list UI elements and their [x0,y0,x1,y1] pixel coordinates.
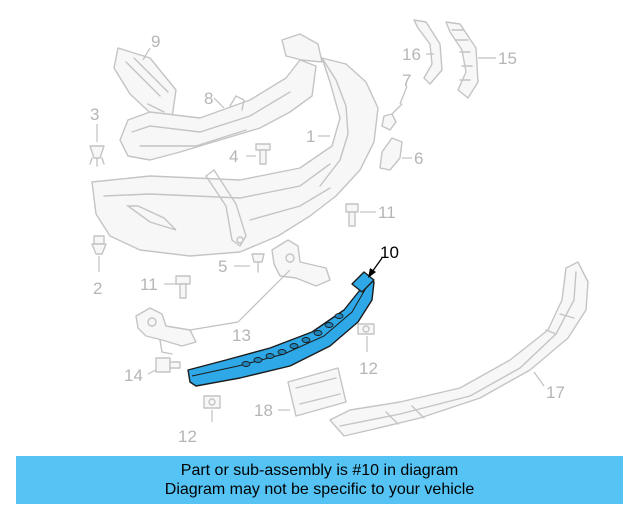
callout-15: 15 [498,49,517,68]
callout-2: 2 [93,279,102,298]
callout-12-bottom: 12 [178,427,197,446]
part-16-strip [413,19,443,85]
part-13-brackets [135,239,331,355]
info-banner: Part or sub-assembly is #10 in diagram D… [16,456,623,504]
part-5-screw [251,253,265,273]
callout-10: 10 [380,243,399,262]
callout-3: 3 [90,105,99,124]
parts-diagram: 9 8 3 1 4 16 15 [89,19,589,446]
callout-11-left: 11 [140,275,158,294]
part-8-absorber [119,33,323,161]
part-2-clip [91,235,107,255]
part-17-valance [329,261,589,437]
callout-5: 5 [218,257,227,276]
banner-line-1: Part or sub-assembly is #10 in diagram [180,462,459,479]
callout-9: 9 [151,32,160,51]
part-7-rivet [381,103,403,131]
callout-17: 17 [546,383,565,402]
callout-12-right: 12 [359,359,378,378]
callout-14: 14 [124,366,143,385]
callout-18: 18 [254,401,273,420]
callout-8: 8 [204,89,213,108]
callout-11-right: 11 [378,203,396,222]
callout-4: 4 [229,147,238,166]
part-10-reinforcement-bar[interactable] [187,271,375,387]
part-6-cover [379,137,403,171]
part-1-bumper-cover [91,57,379,257]
callout-7: 7 [402,71,411,90]
part-11-bolt-left [175,275,191,299]
part-12-nut-right [357,323,375,335]
callout-1: 1 [306,127,315,146]
part-11-bolt-right [345,203,359,227]
part-12-nut-bottom [203,395,221,409]
part-4-bolt [255,143,271,165]
part-18-plate-bracket [287,367,347,417]
bar-hole-row [241,313,344,367]
callout-13: 13 [232,326,251,345]
callout-16: 16 [402,45,421,64]
part-9-bracket [113,47,177,123]
banner-line-2: Diagram may not be specific to your vehi… [164,481,475,498]
part-3-clip [89,145,105,167]
callout-6: 6 [414,149,423,168]
part-14-bolt [155,357,181,373]
part-15-bracket [445,21,479,99]
